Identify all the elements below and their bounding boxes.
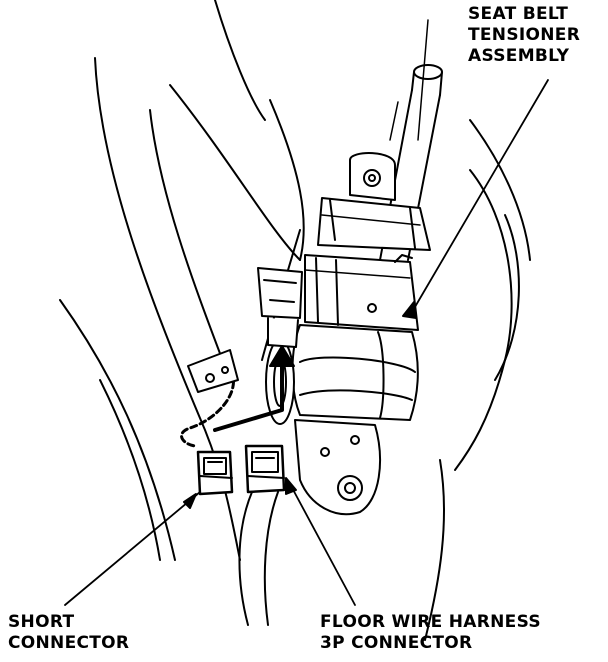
tensioner-upper-housing	[318, 198, 430, 250]
lower-mount-bracket	[295, 420, 380, 514]
tensioner-connector-socket	[258, 268, 302, 347]
leader-lines	[65, 80, 548, 605]
short-label-line1: SHORT	[8, 612, 75, 632]
floor-label-line2: 3P CONNECTOR	[320, 633, 473, 653]
floor-3p-connector-shape	[246, 446, 284, 492]
dashed-removal-path	[182, 350, 238, 446]
short-connector-label: SHORT CONNECTOR	[8, 612, 129, 654]
tensioner-label-line2: TENSIONER	[468, 25, 581, 45]
short-label-line2: CONNECTOR	[8, 633, 130, 653]
body-panel-contours	[60, 0, 304, 560]
upper-mount-bracket	[350, 153, 395, 200]
connection-arrow	[215, 346, 294, 430]
right-panel-contours	[425, 120, 530, 640]
floor-connector-label: FLOOR WIRE HARNESS 3P CONNECTOR	[320, 612, 541, 654]
tensioner-main-body	[266, 255, 418, 424]
floor-wire-harness-cable	[239, 492, 278, 625]
short-connector-shape	[198, 452, 232, 494]
tensioner-assembly-label: SEAT BELT TENSIONER ASSEMBLY	[468, 4, 580, 67]
tensioner-label-line1: SEAT BELT	[468, 4, 569, 24]
tensioner-label-line3: ASSEMBLY	[468, 46, 570, 66]
floor-label-line1: FLOOR WIRE HARNESS	[320, 612, 541, 632]
